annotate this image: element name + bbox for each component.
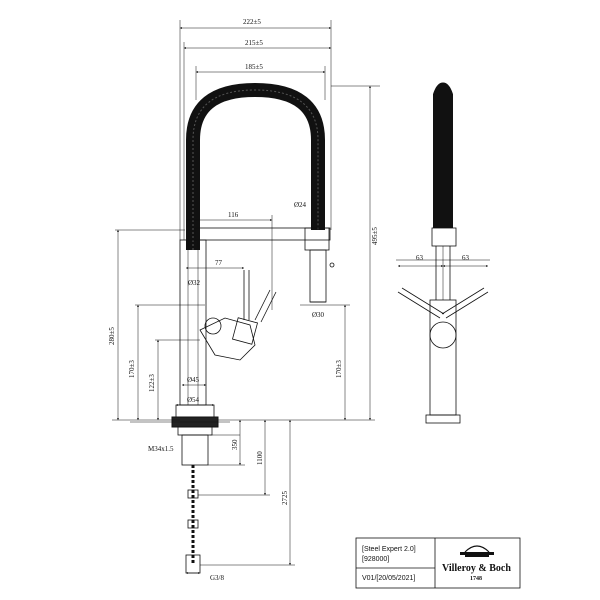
dim-170-left: 170±3 (128, 360, 136, 378)
spout-arch (186, 82, 325, 250)
dim-280: 280±5 (108, 327, 116, 345)
side-dim-63-right: 63 (462, 254, 470, 262)
dim-dia-32: Ø32 (188, 279, 201, 287)
dim-thread: M34x1.5 (148, 445, 174, 453)
dim-116: 116 (228, 211, 239, 219)
dim-dia-24: Ø24 (294, 201, 307, 209)
base (175, 404, 215, 418)
dim-222: 222±5 (243, 18, 261, 26)
product-name: [Steel Expert 2.0] (362, 546, 416, 553)
side-spout (433, 82, 453, 228)
brand-year: 1748 (470, 576, 482, 582)
dim-2725: 2725 (281, 491, 289, 506)
mixer-handle (199, 317, 256, 361)
supply-hose (185, 465, 201, 574)
spray-head (309, 249, 327, 303)
dimension-lines (112, 20, 380, 574)
dim-dia-30: Ø30 (312, 311, 325, 319)
dim-495: 495±5 (371, 227, 379, 245)
front-view (130, 82, 335, 574)
title-block: [Steel Expert 2.0] [928000] V01/[20/05/2… (355, 537, 521, 589)
dim-dia-45: Ø45 (187, 376, 200, 384)
version-date: V01/[20/05/2021] (362, 575, 415, 582)
spout-head (194, 227, 331, 241)
brand-name: Villeroy & Boch (442, 563, 511, 574)
product-code: [928000] (362, 556, 389, 563)
dim-170-right: 170±3 (335, 360, 343, 378)
dim-215: 215±5 (245, 39, 263, 47)
dim-1100: 1100 (256, 451, 264, 465)
side-body (429, 299, 457, 416)
villeroy-boch-logo-icon: Villeroy & Boch 1748 (442, 545, 511, 582)
dimension-labels: 222±5 215±5 185±5 Ø24 116 495±5 77 Ø32 Ø… (108, 18, 379, 582)
side-dim-63-left: 63 (416, 254, 424, 262)
dim-350: 350 (231, 439, 239, 450)
dim-g38: G3/8 (210, 574, 225, 582)
dim-dia-54: Ø54 (187, 396, 200, 404)
dim-122: 122±3 (148, 374, 156, 392)
dim-185: 185±5 (245, 63, 263, 71)
dim-77: 77 (215, 259, 223, 267)
side-view: 63 63 (396, 82, 490, 424)
